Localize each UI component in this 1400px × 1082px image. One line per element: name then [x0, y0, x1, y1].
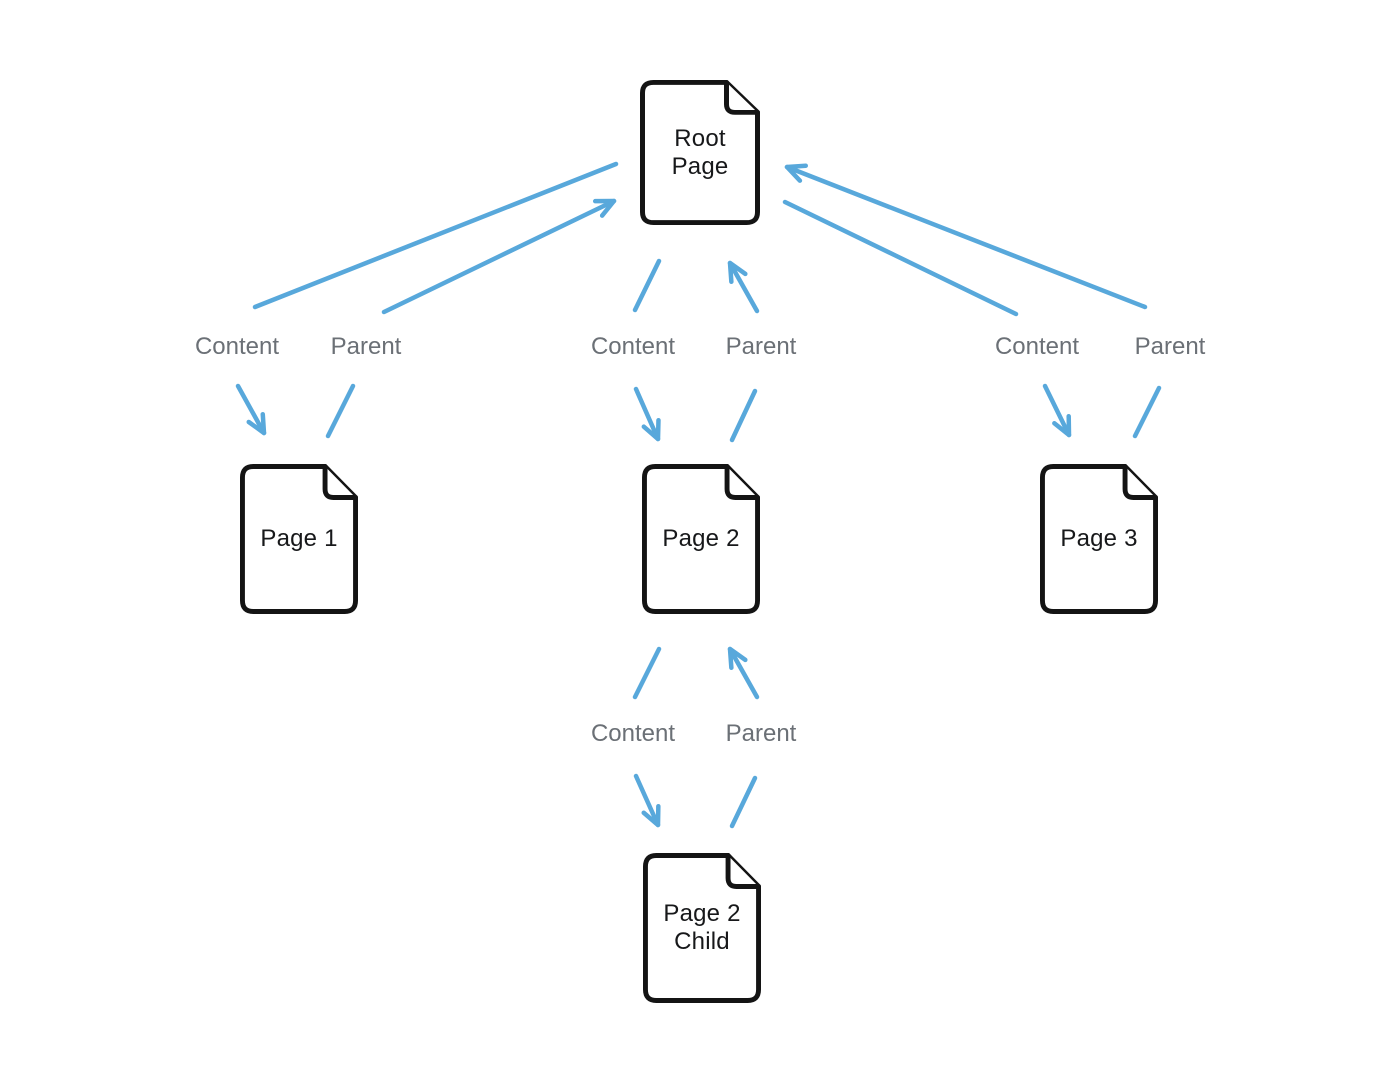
- edge-content-root-to-page2-arrow: [633, 386, 661, 442]
- edge-label-parent-page2child: Parent: [725, 720, 797, 747]
- node-label: Page 1: [260, 525, 338, 552]
- edge-label-content-page2child: Content: [590, 720, 676, 747]
- node-page-3: Page 3: [1040, 464, 1158, 614]
- node-label: Page 2: [662, 525, 740, 552]
- edge-content-root-to-page1-arrow: [235, 383, 267, 436]
- edge-parent-page3-to-root-lower-line: [1132, 385, 1162, 439]
- edge-label-parent-page3: Parent: [1134, 333, 1206, 360]
- node-label: Root Page: [671, 124, 729, 180]
- document-icon: [640, 80, 760, 225]
- edge-label-content-page2: Content: [590, 333, 676, 360]
- edge-parent-page1-to-root-arrow: [381, 198, 617, 315]
- edge-label-content-page3: Content: [994, 333, 1080, 360]
- edge-parent-page2-to-root-lower-line: [729, 388, 758, 443]
- node-page-2-child: Page 2 Child: [643, 853, 761, 1003]
- edge-parent-page1-to-root-lower-line: [325, 383, 356, 439]
- node-page-2: Page 2: [642, 464, 760, 614]
- node-page-1: Page 1: [240, 464, 358, 614]
- edge-parent-page3-to-root-arrow: [784, 163, 1148, 310]
- edge-content-page2-to-child-upper-line: [632, 646, 662, 700]
- document-icon: [1040, 464, 1158, 614]
- edge-content-root-to-page1-upper-line: [252, 161, 619, 310]
- edge-parent-child-to-page2-arrow: [727, 646, 760, 700]
- edge-content-root-to-page3-upper-line: [782, 199, 1019, 317]
- document-icon: [642, 464, 760, 614]
- document-icon: [240, 464, 358, 614]
- edge-content-root-to-page2-upper-line: [632, 258, 662, 313]
- edge-content-page2-to-child-arrow: [633, 773, 661, 828]
- document-icon: [643, 853, 761, 1003]
- edge-label-parent-page2: Parent: [725, 333, 797, 360]
- edge-label-parent-page1: Parent: [330, 333, 402, 360]
- edge-content-root-to-page3-arrow: [1042, 383, 1072, 438]
- edge-parent-page2-to-root-arrow: [727, 260, 760, 314]
- node-root-page: Root Page: [640, 80, 760, 225]
- edge-parent-child-to-page2-lower-line: [729, 775, 758, 829]
- node-label: Page 3: [1060, 525, 1138, 552]
- node-label: Page 2 Child: [663, 900, 741, 955]
- edge-label-content-page1: Content: [194, 333, 280, 360]
